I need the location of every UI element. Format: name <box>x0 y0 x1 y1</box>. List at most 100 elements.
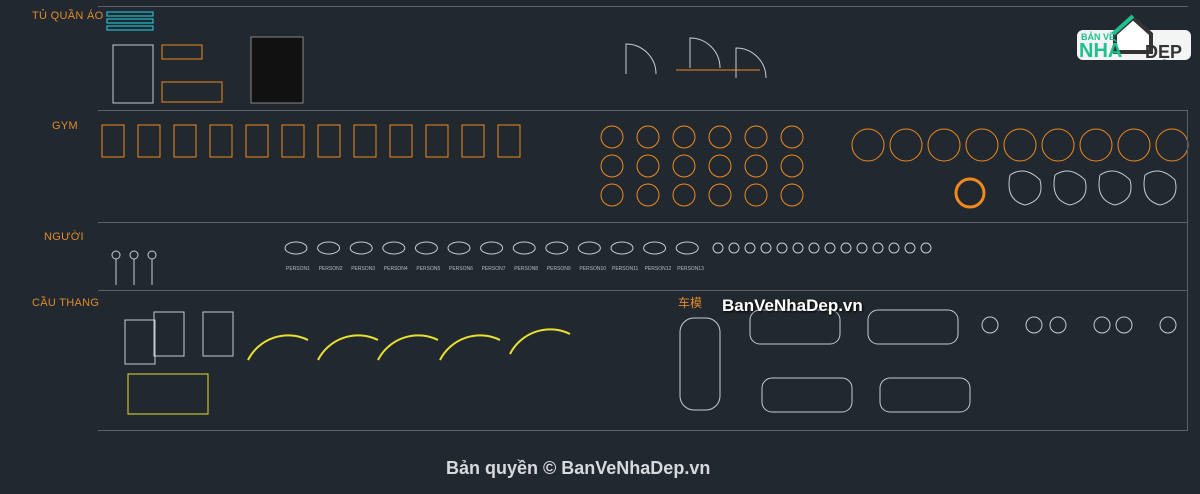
person-elevation <box>147 250 157 260</box>
bicycle-block <box>1115 316 1133 334</box>
person-label: PERSON2 <box>318 266 343 272</box>
hair-block <box>872 242 884 254</box>
chair-block <box>636 154 660 178</box>
person-label: PERSON10 <box>579 266 607 272</box>
spiral-stair-block <box>439 334 501 361</box>
person-label: PERSON5 <box>416 266 441 272</box>
bicycle-block <box>1093 316 1111 334</box>
person-plan-block <box>284 241 308 255</box>
hair-block <box>776 242 788 254</box>
person-label: PERSON13 <box>677 266 704 272</box>
spiral-stair-block <box>377 334 439 361</box>
hair-block <box>920 242 932 254</box>
person-plan-block <box>643 241 667 255</box>
divider <box>98 222 1188 223</box>
table-set-block <box>1117 128 1151 162</box>
chair-block <box>600 154 624 178</box>
person-plan-block <box>480 241 504 255</box>
rug-block <box>1053 170 1087 206</box>
section-label-cars: 车模 <box>678 296 703 310</box>
chair-block <box>780 154 804 178</box>
person-plan-block <box>414 241 438 255</box>
wardrobe-block <box>161 81 223 103</box>
gym-equipment-block <box>317 124 341 158</box>
car-block <box>679 317 721 411</box>
table-set-block <box>954 177 986 209</box>
hair-block <box>888 242 900 254</box>
hair-block <box>856 242 868 254</box>
table-set-block <box>1079 128 1113 162</box>
divider <box>98 430 1188 431</box>
person-label: PERSON4 <box>383 266 408 272</box>
person-elevation <box>129 250 139 260</box>
hair-block <box>728 242 740 254</box>
gym-equipment-block <box>245 124 269 158</box>
copyright-watermark: Bản quyền © BanVeNhaDep.vn <box>446 458 711 478</box>
divider <box>98 6 1188 7</box>
chair-block <box>672 125 696 149</box>
car-block <box>761 377 853 413</box>
table-set-block <box>1041 128 1075 162</box>
chair-block <box>600 125 624 149</box>
table-set-block <box>1003 128 1037 162</box>
section-label-people: NGƯỜI <box>44 231 84 243</box>
chair-block <box>708 183 732 207</box>
chair-block <box>636 125 660 149</box>
wardrobe-block <box>250 36 304 104</box>
car-block <box>749 309 841 345</box>
table-set-block <box>851 128 885 162</box>
watermark: BanVeNhaDep.vn <box>722 296 863 315</box>
stair-block <box>202 311 234 357</box>
person-label: PERSON8 <box>514 266 539 272</box>
gym-equipment-block <box>461 124 485 158</box>
gym-equipment-block <box>389 124 413 158</box>
person-plan-block <box>512 241 536 255</box>
person-label: PERSON1 <box>286 266 310 272</box>
chair-block <box>780 125 804 149</box>
wardrobe-block <box>112 44 154 104</box>
section-label-stairs: CẦU THANG <box>32 297 100 309</box>
person-label: PERSON7 <box>481 266 506 272</box>
stair-plan-block <box>127 373 209 415</box>
chair-block <box>708 154 732 178</box>
hair-block <box>792 242 804 254</box>
wardrobe-tag <box>106 11 154 17</box>
bicycle-block <box>1025 316 1043 334</box>
door-block <box>625 43 657 75</box>
chair-block <box>744 183 768 207</box>
gym-equipment-block <box>425 124 449 158</box>
chair-block <box>744 125 768 149</box>
person-plan-block <box>577 241 601 255</box>
gym-equipment-block <box>209 124 233 158</box>
gym-equipment-block <box>173 124 197 158</box>
hair-block <box>712 242 724 254</box>
person-plan-block <box>349 241 373 255</box>
bicycle-block <box>1049 316 1067 334</box>
spiral-stair-block <box>509 328 571 355</box>
hair-block <box>824 242 836 254</box>
person-plan-block <box>317 241 341 255</box>
car-block <box>867 309 959 345</box>
chair-block <box>636 183 660 207</box>
hair-block <box>840 242 852 254</box>
rug-block <box>1008 170 1042 206</box>
hair-block <box>808 242 820 254</box>
divider <box>98 290 1188 291</box>
divider <box>98 110 1188 111</box>
person-plan-block <box>447 241 471 255</box>
hair-block <box>744 242 756 254</box>
car-block <box>879 377 971 413</box>
gym-equipment-block <box>281 124 305 158</box>
person-plan-block <box>545 241 569 255</box>
hair-block <box>904 242 916 254</box>
hair-block <box>760 242 772 254</box>
person-plan-block <box>675 241 699 255</box>
gym-equipment-block <box>353 124 377 158</box>
person-label: PERSON3 <box>351 266 376 272</box>
door-block <box>735 47 767 79</box>
chair-block <box>744 154 768 178</box>
bicycle-block <box>981 316 999 334</box>
person-label: PERSON12 <box>644 266 672 272</box>
spiral-stair-block <box>317 334 379 361</box>
